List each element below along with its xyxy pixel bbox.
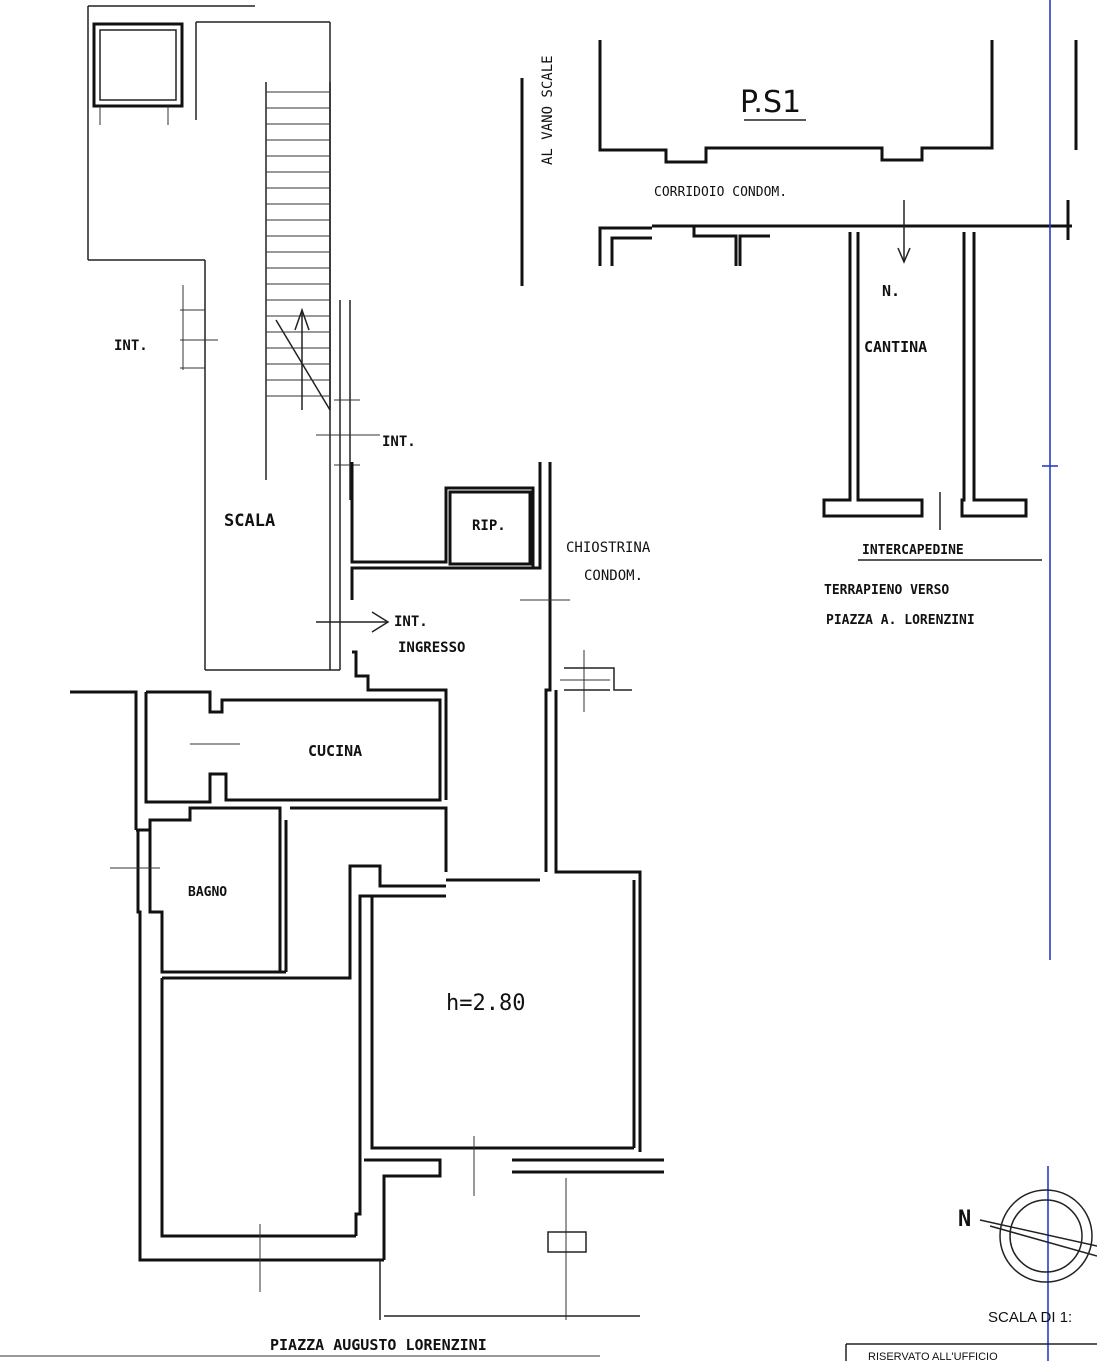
stair-up-arrow [294, 307, 310, 410]
int-label-left: INT. [114, 338, 148, 354]
entrance-arrow [316, 611, 390, 633]
opening-marks [110, 599, 640, 1320]
north-label: N [958, 1207, 971, 1232]
intercapedine-label: INTERCAPEDINE [862, 543, 964, 558]
int-label-entrance: INT. [394, 614, 428, 630]
room-label-scala: SCALA [224, 511, 275, 531]
int-label-stair: INT. [382, 434, 416, 450]
cantina-number-label: N. [882, 282, 900, 300]
chiostrina-label-line1: CHIOSTRINA [566, 540, 651, 556]
room-label-cantina: CANTINA [864, 338, 927, 356]
street-label: PIAZZA AUGUSTO LORENZINI [270, 1336, 487, 1354]
level-label: P.S1 [740, 85, 801, 120]
room-label-bagno: BAGNO [188, 885, 227, 900]
cantina-arrow [897, 200, 911, 264]
room-label-ingresso: INGRESSO [398, 640, 465, 656]
terrapieno-label-line1: TERRAPIENO VERSO [824, 583, 949, 598]
elevator-shaft [92, 22, 184, 125]
basement-walls [520, 40, 1078, 530]
room-label-cucina: CUCINA [308, 742, 362, 760]
room-label-rip: RIP. [472, 518, 506, 534]
reserved-label: RISERVATO ALL'UFFICIO [868, 1351, 998, 1361]
scale-label: SCALA DI 1: [988, 1309, 1072, 1326]
scala-area-walls [205, 300, 351, 671]
label-underlines [744, 119, 1042, 561]
stair-shaft-label: AL VANO SCALE [540, 55, 556, 165]
north-compass [979, 1189, 1097, 1283]
footer-frame [0, 1343, 1097, 1361]
height-label: h=2.80 [446, 991, 525, 1016]
stair-flight [265, 82, 331, 480]
terrapieno-label-line2: PIAZZA A. LORENZINI [826, 613, 975, 628]
corridoio-label: CORRIDOIO CONDOM. [654, 185, 787, 200]
int-door-marks [180, 285, 380, 466]
chiostrina-label-line2: CONDOM. [584, 568, 643, 584]
blue-margin-line [1042, 0, 1058, 1361]
apartment-walls [70, 462, 664, 1262]
